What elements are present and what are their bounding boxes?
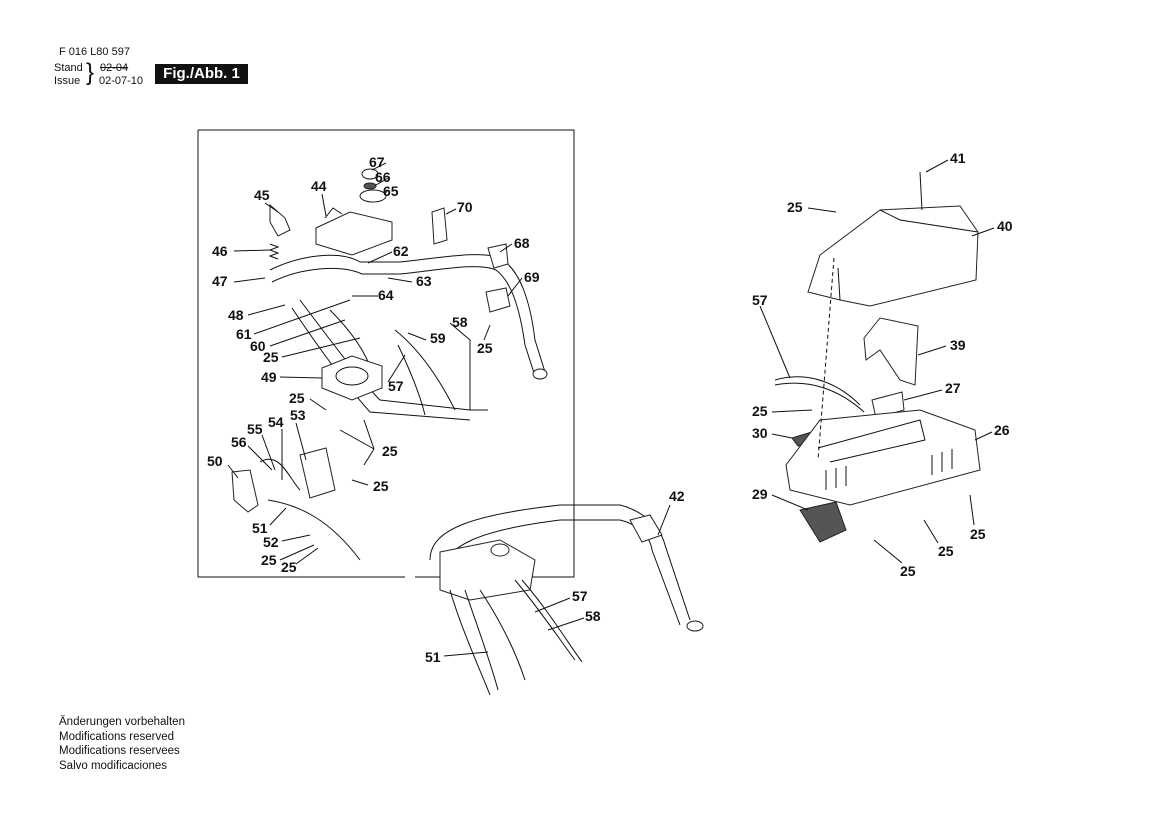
cover-50 <box>231 469 259 513</box>
switch-housing-44 <box>315 207 393 256</box>
callout: 59 <box>430 330 446 346</box>
callout: 25 <box>261 552 277 568</box>
callout: 56 <box>231 434 247 450</box>
callout: 44 <box>311 178 327 194</box>
footer-line: Salvo modificaciones <box>59 759 168 772</box>
leader-lines <box>227 159 995 657</box>
callout: 51 <box>252 520 268 536</box>
bracket-68 <box>487 243 509 269</box>
cable-inset-2 <box>259 458 301 491</box>
callout: 51 <box>425 649 441 665</box>
callout: 70 <box>457 199 473 215</box>
callout: 68 <box>514 235 530 251</box>
callout: 53 <box>290 407 306 423</box>
callout: 55 <box>247 421 263 437</box>
footer-line: Modifications reserved <box>59 730 175 743</box>
callout: 41 <box>950 150 966 166</box>
lever-45 <box>269 203 291 237</box>
bracket-53 <box>299 447 336 499</box>
callout: 65 <box>383 183 399 199</box>
callout: 47 <box>212 273 228 289</box>
cover-40 <box>807 205 979 307</box>
callout: 54 <box>268 414 284 430</box>
callout: 25 <box>938 543 954 559</box>
callout: 25 <box>373 478 389 494</box>
spring-46 <box>268 243 280 260</box>
screw-41 <box>919 171 923 211</box>
figure-label: Fig./Abb. 1 <box>155 64 248 84</box>
callout-labels: 67 66 65 44 45 70 46 62 68 47 63 69 48 6… <box>207 150 1013 665</box>
callout: 64 <box>378 287 394 303</box>
footer-line: Änderungen vorbehalten <box>59 716 185 728</box>
issue-label: Issue <box>54 75 81 87</box>
callout: 50 <box>207 453 223 469</box>
dash-line-right <box>817 257 835 461</box>
issue-date: 02-07-10 <box>99 75 144 87</box>
callout: 61 <box>236 326 252 342</box>
housing-49 <box>321 355 383 401</box>
callout: 62 <box>393 243 409 259</box>
callout: 25 <box>263 349 279 365</box>
callout: 25 <box>281 559 297 575</box>
callout: 58 <box>585 608 601 624</box>
base-26 <box>785 409 981 506</box>
brace: } <box>86 59 95 86</box>
cable-57-right-2 <box>774 382 865 413</box>
callout: 60 <box>250 338 266 354</box>
connector-27 <box>871 391 905 419</box>
callout: 67 <box>369 154 385 170</box>
callout: 45 <box>254 187 270 203</box>
callout: 25 <box>289 390 305 406</box>
footer-notes: Änderungen vorbehalten Modifications res… <box>59 715 185 773</box>
callout: 57 <box>572 588 588 604</box>
footer-line: Modifications reservees <box>59 745 180 757</box>
old-date: 02-04 <box>100 62 129 74</box>
bracket-69 <box>485 287 511 313</box>
cable-inset <box>267 499 361 561</box>
callout: 25 <box>900 563 916 579</box>
callout: 25 <box>382 443 398 459</box>
callout: 46 <box>212 243 228 259</box>
callout: 25 <box>477 340 493 356</box>
callout: 26 <box>994 422 1010 438</box>
callout: 25 <box>787 199 803 215</box>
callout: 63 <box>416 273 432 289</box>
callout: 39 <box>950 337 966 353</box>
block-29 <box>799 501 847 543</box>
cable-58-inset <box>394 329 456 411</box>
callout: 57 <box>388 378 404 394</box>
callout: 48 <box>228 307 244 323</box>
callout: 66 <box>375 169 391 185</box>
handle-bar-main <box>429 504 704 696</box>
callout: 52 <box>263 534 279 550</box>
callout: 30 <box>752 425 768 441</box>
stand-label: Stand <box>54 62 83 74</box>
callout: 69 <box>524 269 540 285</box>
callout: 29 <box>752 486 768 502</box>
knob-parts <box>359 168 387 203</box>
callout: 25 <box>752 403 768 419</box>
callout: 27 <box>945 380 961 396</box>
cable-57-right <box>774 376 861 406</box>
callout: 42 <box>669 488 685 504</box>
callout: 40 <box>997 218 1013 234</box>
doc-number: F 016 L80 597 <box>59 46 130 58</box>
cable-57-inset <box>397 344 426 416</box>
callout: 58 <box>452 314 468 330</box>
callout: 25 <box>970 526 986 542</box>
callout: 49 <box>261 369 277 385</box>
plate-39 <box>863 317 919 386</box>
callout: 57 <box>752 292 768 308</box>
clip-70 <box>431 207 448 245</box>
handle-bar-inset <box>269 254 548 421</box>
